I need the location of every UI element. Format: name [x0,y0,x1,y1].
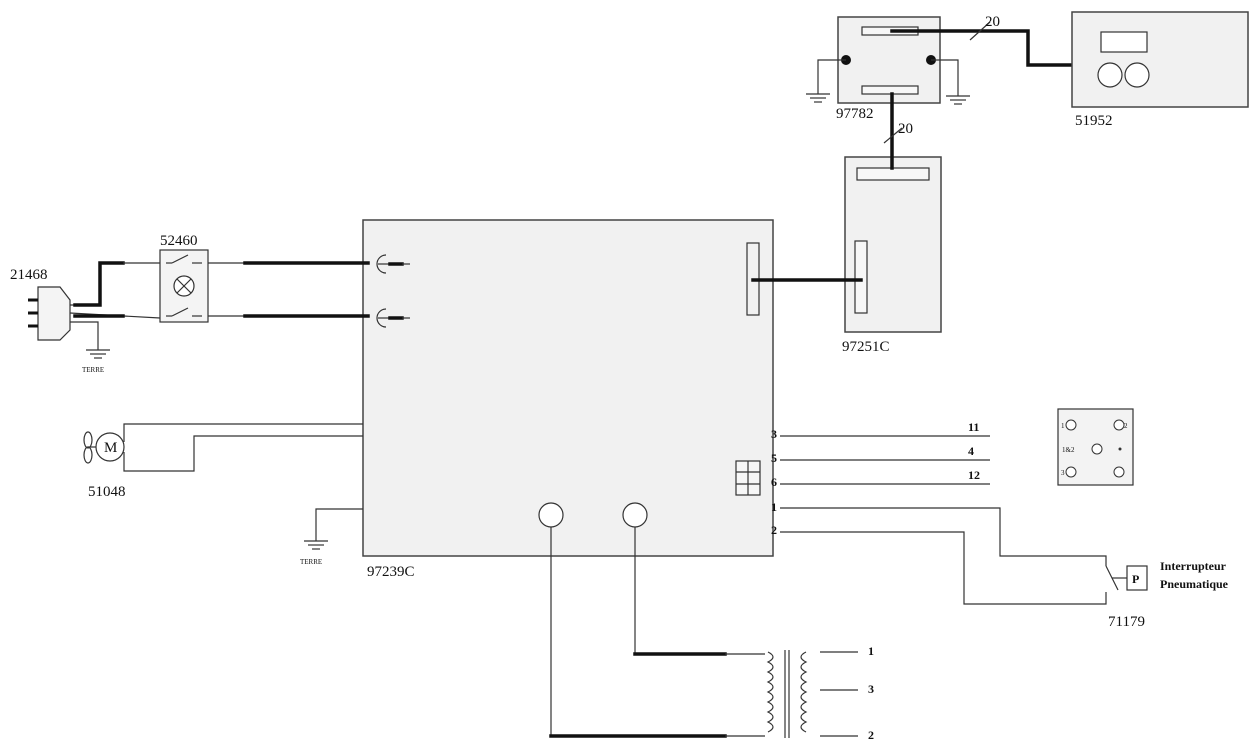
board-grid-connector [735,460,761,496]
terminal-right-11: 11 [968,420,979,434]
connector-board-socket [854,240,868,314]
terminal-block-pin-3: 3 [1061,469,1065,477]
pressure-switch-label: 71179 [1108,614,1145,630]
board-power-socket-top [376,254,410,274]
transformer-output-1: 1 [868,644,874,658]
sensor-board-label: 97782 [836,106,874,122]
board-transformer-terminal-b [622,502,648,528]
terminal-left-1: 1 [771,500,777,514]
plug-label: 21468 [10,267,48,283]
main-control-board [362,219,774,557]
fan-icon [83,431,96,464]
board-transformer-terminal-a [538,502,564,528]
board-power-socket-bottom [376,308,410,328]
terminal-block-pin-1: 1 [1061,422,1065,430]
motor-symbol: M [104,440,117,456]
plug-ground-label: TERRE [82,366,104,374]
display-knob-right [1124,62,1150,88]
terminal-left-5: 5 [771,451,777,465]
pressure-switch-title-line2: Pneumatique [1160,577,1229,591]
terminal-block [1057,408,1134,486]
display-screen [1100,31,1148,53]
cable-count-top: 20 [985,14,1000,30]
motor-label: 51048 [88,484,126,500]
board-ground-label: TERRE [300,558,322,566]
cable-count-bottom: 20 [898,121,913,137]
pressure-switch-title-line1: Interrupteur [1160,559,1227,573]
transformer-output-3: 3 [868,682,874,696]
sensor-board-bottom-connector [861,85,919,95]
terminal-right-4: 4 [968,444,974,458]
ground-symbol-sensor-right [946,95,970,105]
connector-board-label: 97251C [842,339,890,355]
connector-board-header [856,167,930,181]
ground-symbol-board [304,540,328,550]
transformer [766,650,808,738]
terminal-left-6: 6 [771,475,777,489]
ground-symbol-plug [86,349,110,359]
transformer-output-2: 2 [868,728,874,742]
terminal-block-pin-2: 2 [1124,422,1128,430]
pressure-switch [1105,565,1148,591]
terminal-right-12: 12 [968,468,980,482]
main-board-label: 97239C [367,564,415,580]
switch-label: 52460 [160,233,198,249]
lighted-power-switch [159,249,209,323]
display-panel [1071,11,1249,108]
ground-symbol-sensor-left [806,93,830,103]
display-knob-left [1097,62,1123,88]
pressure-switch-symbol: P [1132,572,1139,586]
power-plug [28,286,71,341]
terminal-left-2: 2 [771,523,777,537]
fan-motor: M [83,431,125,464]
display-label: 51952 [1075,113,1113,129]
terminal-block-pin-center: 1&2 [1062,446,1075,454]
terminal-left-3: 3 [771,427,777,441]
